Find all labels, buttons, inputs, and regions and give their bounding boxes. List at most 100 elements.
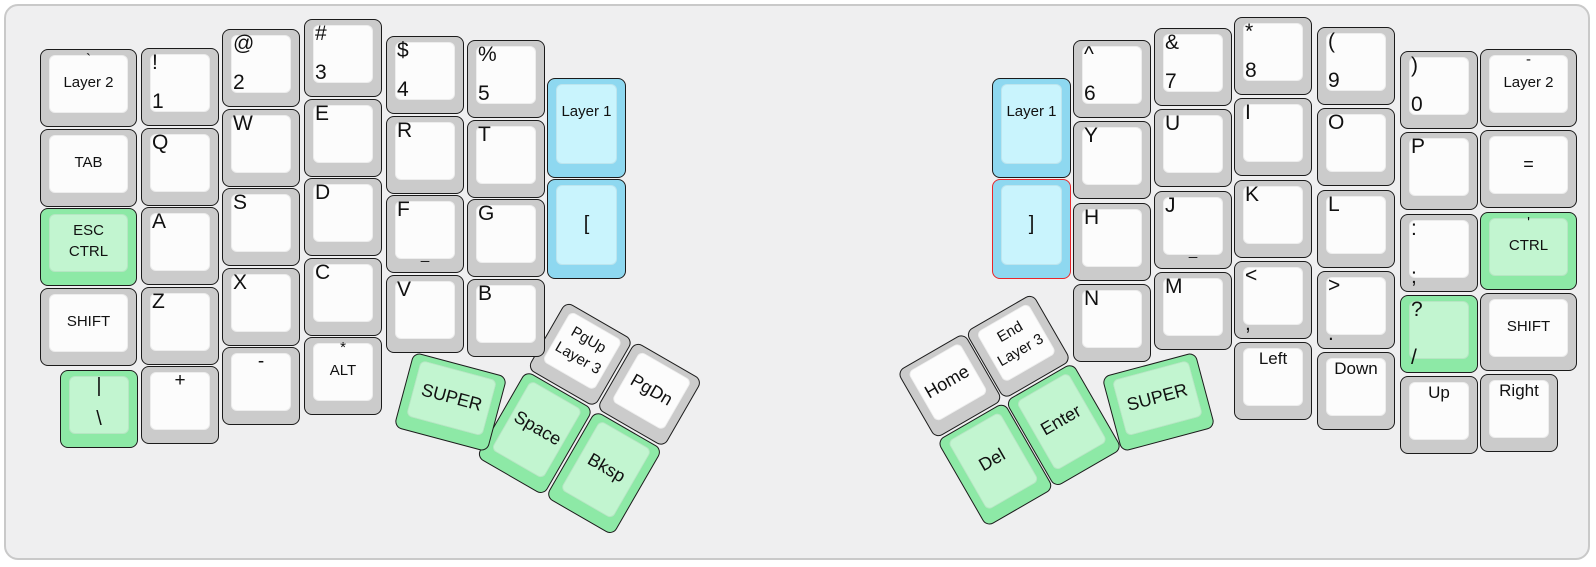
key-arrow-down-label: Down xyxy=(1334,359,1378,378)
key-2-label: 2 xyxy=(233,71,245,94)
key-l-surface xyxy=(1326,196,1386,254)
key-s-surface xyxy=(231,194,291,252)
key-0-label: ) xyxy=(1411,54,1418,77)
key-i[interactable]: I xyxy=(1234,98,1312,176)
key-slash[interactable]: ?/ xyxy=(1400,295,1478,373)
key-super-right[interactable]: SUPER xyxy=(1101,351,1215,453)
key-lbracket[interactable]: [ xyxy=(547,179,626,279)
key-minus-surface xyxy=(231,353,291,411)
key-grave-layer2-label: Layer 2 xyxy=(63,74,114,92)
key-m[interactable]: M xyxy=(1154,272,1232,350)
key-x[interactable]: X xyxy=(222,267,300,346)
key-r[interactable]: R xyxy=(386,115,464,194)
key-m-label: M xyxy=(1165,275,1183,298)
key-9-surface xyxy=(1326,33,1386,91)
key-5-label: % xyxy=(478,43,497,66)
key-arrow-up[interactable]: Up xyxy=(1400,376,1478,454)
key-p[interactable]: P xyxy=(1400,132,1478,210)
key-c[interactable]: C xyxy=(304,257,382,336)
key-1[interactable]: !1 xyxy=(141,48,219,126)
key-t[interactable]: T xyxy=(467,119,545,198)
key-n[interactable]: N xyxy=(1073,284,1151,362)
key-g-surface xyxy=(476,205,536,263)
key-b[interactable]: B xyxy=(467,278,545,357)
key-arrow-left-label: Left xyxy=(1258,349,1288,368)
key-layer1-right[interactable]: Layer 1 xyxy=(992,78,1071,178)
key-v[interactable]: V xyxy=(386,274,464,353)
key-o[interactable]: O xyxy=(1317,108,1395,186)
key-w-surface xyxy=(231,114,291,173)
key-q-label: Q xyxy=(152,130,169,154)
key-q[interactable]: Q xyxy=(141,127,219,206)
key-7[interactable]: &7 xyxy=(1154,28,1232,106)
key-semicolon[interactable]: :; xyxy=(1400,214,1478,292)
key-y[interactable]: Y xyxy=(1073,121,1151,199)
key-d[interactable]: D xyxy=(304,178,382,256)
key-layer1-right-label: Layer 1 xyxy=(1006,103,1057,120)
key-grave-layer2[interactable]: `Layer 2 xyxy=(40,49,137,127)
key-plus[interactable]: + xyxy=(141,366,219,444)
key-arrow-right[interactable]: Right xyxy=(1480,374,1558,452)
key-period[interactable]: >. xyxy=(1317,271,1395,349)
key-t-label: T xyxy=(478,122,491,146)
key-layer1-left-label: Layer 1 xyxy=(561,103,612,120)
key-g-label: G xyxy=(478,202,495,225)
key-k[interactable]: K xyxy=(1234,180,1312,258)
key-star-alt[interactable]: *ALT xyxy=(304,337,382,415)
key-h-surface xyxy=(1082,209,1142,267)
key-3[interactable]: #3 xyxy=(304,19,382,97)
key-9[interactable]: (9 xyxy=(1317,27,1395,105)
key-a[interactable]: A xyxy=(141,207,219,285)
key-z[interactable]: Z xyxy=(141,286,219,365)
key-f[interactable]: F_ xyxy=(386,195,464,273)
key-n-label: N xyxy=(1084,287,1100,310)
key-8-label: * xyxy=(1245,20,1254,43)
key-quote-ctrl-label: CTRL xyxy=(1508,237,1549,255)
key-esc-ctrl-surface xyxy=(49,214,128,272)
key-arrow-right-label: Right xyxy=(1499,381,1539,400)
key-layer1-left[interactable]: Layer 1 xyxy=(547,78,626,178)
key-layer1-right-surface xyxy=(1001,84,1062,164)
key-arrow-down[interactable]: Down xyxy=(1317,352,1395,430)
key-e[interactable]: E xyxy=(304,98,382,177)
key-6-surface xyxy=(1082,46,1142,104)
key-shift-left[interactable]: SHIFT xyxy=(40,287,137,366)
key-w[interactable]: W xyxy=(222,108,300,187)
key-comma[interactable]: <, xyxy=(1234,261,1312,339)
key-u[interactable]: U xyxy=(1154,109,1232,187)
key-8[interactable]: *8 xyxy=(1234,17,1312,95)
key-h[interactable]: H xyxy=(1073,203,1151,281)
key-g[interactable]: G xyxy=(467,199,545,277)
key-arrow-left[interactable]: Left xyxy=(1234,342,1312,420)
key-d-label: D xyxy=(315,181,331,204)
key-6-label: ^ xyxy=(1084,43,1094,66)
key-2[interactable]: @2 xyxy=(222,29,300,107)
key-v-label: V xyxy=(397,277,412,301)
key-minus[interactable]: - xyxy=(222,347,300,425)
key-quote-ctrl[interactable]: 'CTRL xyxy=(1480,212,1577,290)
key-j[interactable]: J_ xyxy=(1154,191,1232,269)
key-rbracket[interactable]: ] xyxy=(992,179,1071,279)
key-equals-label: = xyxy=(1523,153,1534,174)
key-tab-label: TAB xyxy=(74,153,103,171)
key-super-left[interactable]: SUPER xyxy=(393,351,507,453)
key-l[interactable]: L xyxy=(1317,190,1395,268)
key-pipe-backslash[interactable]: |\ xyxy=(60,370,138,448)
key-6-label: 6 xyxy=(1084,82,1096,105)
key-p-surface xyxy=(1409,138,1469,196)
key-6[interactable]: ^6 xyxy=(1073,40,1151,118)
key-minus-layer2[interactable]: -Layer 2 xyxy=(1480,49,1577,127)
key-0[interactable]: )0 xyxy=(1400,51,1478,129)
key-layer1-left-surface xyxy=(556,84,617,164)
key-5[interactable]: %5 xyxy=(467,40,545,118)
key-equals[interactable]: = xyxy=(1480,130,1577,208)
key-arrow-left-surface xyxy=(1243,348,1303,406)
key-lbracket-surface xyxy=(556,185,617,265)
key-lbracket-label: [ xyxy=(583,212,590,235)
key-s[interactable]: S xyxy=(222,188,300,266)
key-tab[interactable]: TAB xyxy=(40,128,137,207)
key-4[interactable]: $4 xyxy=(386,36,464,114)
key-shift-right[interactable]: SHIFT xyxy=(1480,293,1577,371)
key-esc-ctrl[interactable]: ESC CTRL xyxy=(40,208,137,286)
